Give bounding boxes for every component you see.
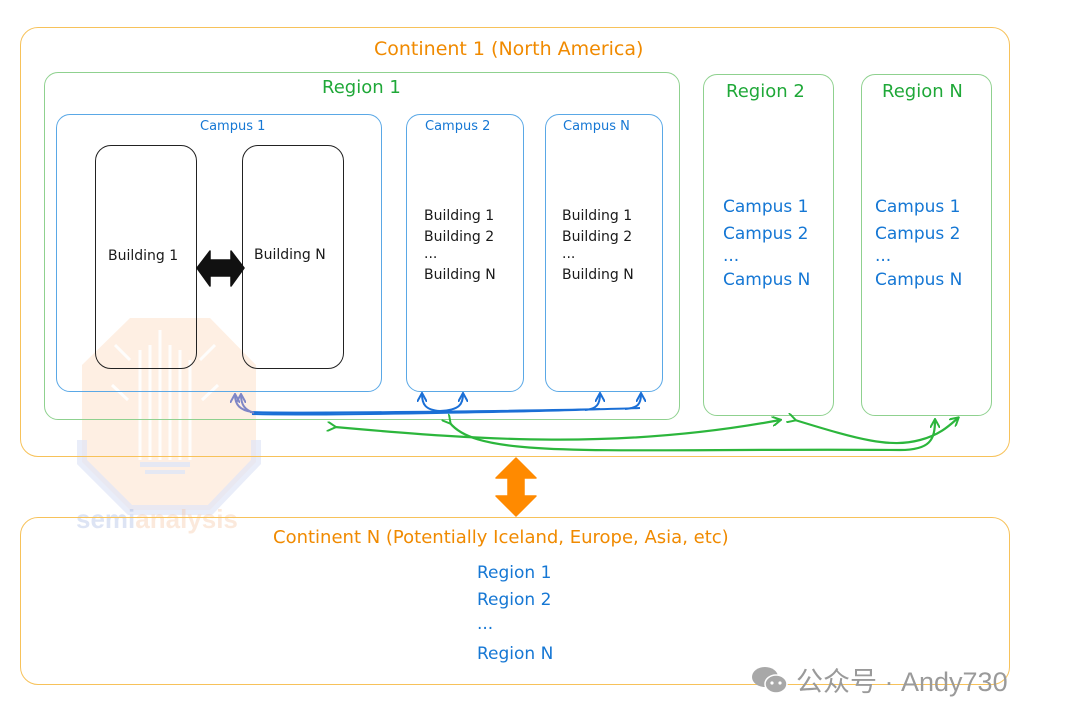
region-n-title: Region N [882,81,963,102]
region-n-campus-item: Campus 1 [875,197,961,217]
continent-n-region-item: Region 1 [477,563,552,583]
wechat-icon [752,666,788,694]
campus-2-building-item: ... [424,246,438,262]
semianalysis-watermark-text: semianalysis [76,504,238,535]
building-1-label: Building 1 [108,248,179,264]
campus-1-box [56,114,382,392]
region-2-campus-item: Campus N [723,270,811,290]
region-2-campus-item: Campus 2 [723,224,809,244]
campus-2-building-item: Building 1 [424,208,495,224]
watermark-part-b: analysis [135,504,238,534]
campus-n-building-item: Building 1 [562,208,633,224]
footer-text: 公众号 · Andy730 [796,667,1008,697]
campus-n-box [545,114,663,392]
region-n-campus-item: ... [875,246,892,266]
region-1-title: Region 1 [322,77,401,98]
campus-n-building-item: ... [562,246,576,262]
campus-n-building-list: Building 1 Building 2 ... Building N [562,206,634,286]
campus-2-box [406,114,524,392]
region-2-title: Region 2 [726,81,805,102]
region-n-campus-item: Campus N [875,270,963,290]
continent-link-arrow [495,457,537,517]
continent-1-box [20,27,1010,457]
region-2-campus-list: Campus 1 Campus 2 ... Campus N [723,194,810,294]
campus-2-building-item: Building 2 [424,229,495,245]
region-2-campus-item: ... [723,246,740,266]
region-2-campus-item: Campus 1 [723,197,809,217]
region-n-campus-item: Campus 2 [875,224,961,244]
building-n-label: Building N [254,247,326,263]
campus-2-building-item: Building N [424,267,496,283]
campus-1-title: Campus 1 [200,119,266,134]
continent-n-region-item: ... [477,614,494,634]
campus-2-title: Campus 2 [425,119,491,134]
campus-n-building-item: Building N [562,267,634,283]
continent-n-region-item: Region 2 [477,590,552,610]
continent-n-region-item: Region N [477,644,554,664]
campus-n-building-item: Building 2 [562,229,633,245]
continent-n-title: Continent N (Potentially Iceland, Europe… [273,527,729,548]
watermark-part-a: semi [76,504,136,534]
continent-n-box [20,517,1010,685]
region-n-campus-list: Campus 1 Campus 2 ... Campus N [875,194,962,294]
continent-n-region-list: Region 1 Region 2 ... Region N [477,560,553,668]
continent-1-title: Continent 1 (North America) [374,38,644,60]
footer-attribution: 公众号 · Andy730 [750,660,1008,699]
campus-n-title: Campus N [563,119,630,134]
campus-2-building-list: Building 1 Building 2 ... Building N [424,206,496,286]
